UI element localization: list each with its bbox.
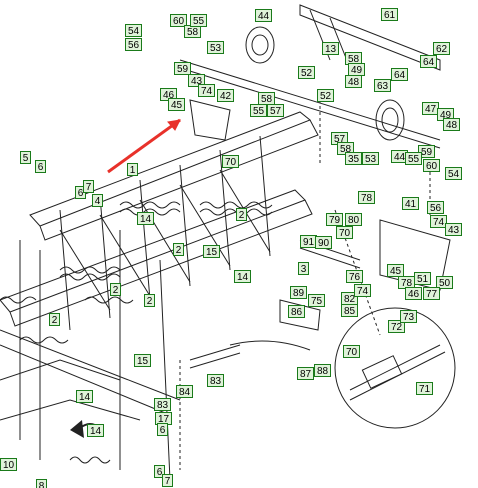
spring-coils [0,201,273,464]
black-pointer-arrowhead [70,420,84,438]
callout-70: 70 [222,155,239,168]
callout-55: 55 [250,104,267,117]
callout-83: 83 [154,398,171,411]
callout-50: 50 [436,276,453,289]
callout-90: 90 [315,236,332,249]
callout-79: 79 [326,213,343,226]
callout-3: 3 [298,262,309,275]
callout-35: 35 [345,152,362,165]
callout-55: 55 [405,152,422,165]
callout-49: 49 [348,63,365,76]
callout-2: 2 [236,208,247,221]
callout-43: 43 [445,223,462,236]
callout-70: 70 [336,226,353,239]
callout-60: 60 [423,159,440,172]
callout-57: 57 [267,104,284,117]
callout-73: 73 [400,310,417,323]
callout-52: 52 [317,89,334,102]
callout-54: 54 [125,24,142,37]
callout-64: 64 [391,68,408,81]
callout-13: 13 [322,42,339,55]
callout-61: 61 [381,8,398,21]
callout-74: 74 [354,284,371,297]
callout-47: 47 [422,102,439,115]
callout-6: 6 [35,160,46,173]
callout-14: 14 [76,390,93,403]
callout-70: 70 [343,345,360,358]
callout-1: 1 [127,163,138,176]
callout-64: 64 [420,55,437,68]
callout-2: 2 [173,243,184,256]
callout-52: 52 [298,66,315,79]
callout-15: 15 [134,354,151,367]
callout-5: 5 [20,151,31,164]
red-pointer-arrow [107,118,181,174]
callout-6: 6 [154,465,165,478]
callout-75: 75 [308,294,325,307]
callout-78: 78 [358,191,375,204]
callout-62: 62 [433,42,450,55]
callout-2: 2 [110,283,121,296]
callout-7: 7 [162,474,173,487]
callout-2: 2 [49,313,60,326]
callout-53: 53 [362,152,379,165]
callout-51: 51 [414,272,431,285]
callout-60: 60 [170,14,187,27]
callout-86: 86 [288,305,305,318]
callout-2: 2 [144,294,155,307]
side-pivot-assembly [189,219,451,369]
callout-83: 83 [207,374,224,387]
callout-53: 53 [207,41,224,54]
upper-shaft-assembly [179,4,441,149]
callout-56: 56 [427,201,444,214]
callout-76: 76 [346,270,363,283]
callout-14: 14 [87,424,104,437]
callout-55: 55 [190,14,207,27]
callout-7: 7 [83,180,94,193]
callout-8: 8 [36,479,47,488]
callout-56: 56 [125,38,142,51]
callout-44: 44 [255,9,272,22]
callout-14: 14 [234,270,251,283]
callout-54: 54 [445,167,462,180]
callout-87: 87 [297,367,314,380]
callout-77: 77 [423,287,440,300]
callout-63: 63 [374,79,391,92]
callout-46: 46 [405,287,422,300]
callout-85: 85 [341,304,358,317]
red-pointer-arrowhead [167,119,181,131]
callout-59: 59 [174,62,191,75]
callout-71: 71 [416,382,433,395]
callout-10: 10 [0,458,17,471]
detail-inset [334,209,456,429]
callout-43: 43 [188,74,205,87]
callout-4: 4 [92,194,103,207]
callout-15: 15 [203,245,220,258]
callout-89: 89 [290,286,307,299]
callout-88: 88 [314,364,331,377]
callout-14: 14 [137,212,154,225]
callout-74: 74 [430,215,447,228]
callout-6: 6 [157,423,168,436]
callout-48: 48 [443,118,460,131]
callout-72: 72 [388,320,405,333]
callout-59: 59 [418,145,435,158]
callout-45: 45 [168,98,185,111]
callout-41: 41 [402,197,419,210]
leader-lines [179,100,431,470]
callout-74: 74 [198,84,215,97]
callout-42: 42 [217,89,234,102]
callout-84: 84 [176,385,193,398]
callout-48: 48 [345,75,362,88]
callout-45: 45 [387,264,404,277]
callout-80: 80 [345,213,362,226]
